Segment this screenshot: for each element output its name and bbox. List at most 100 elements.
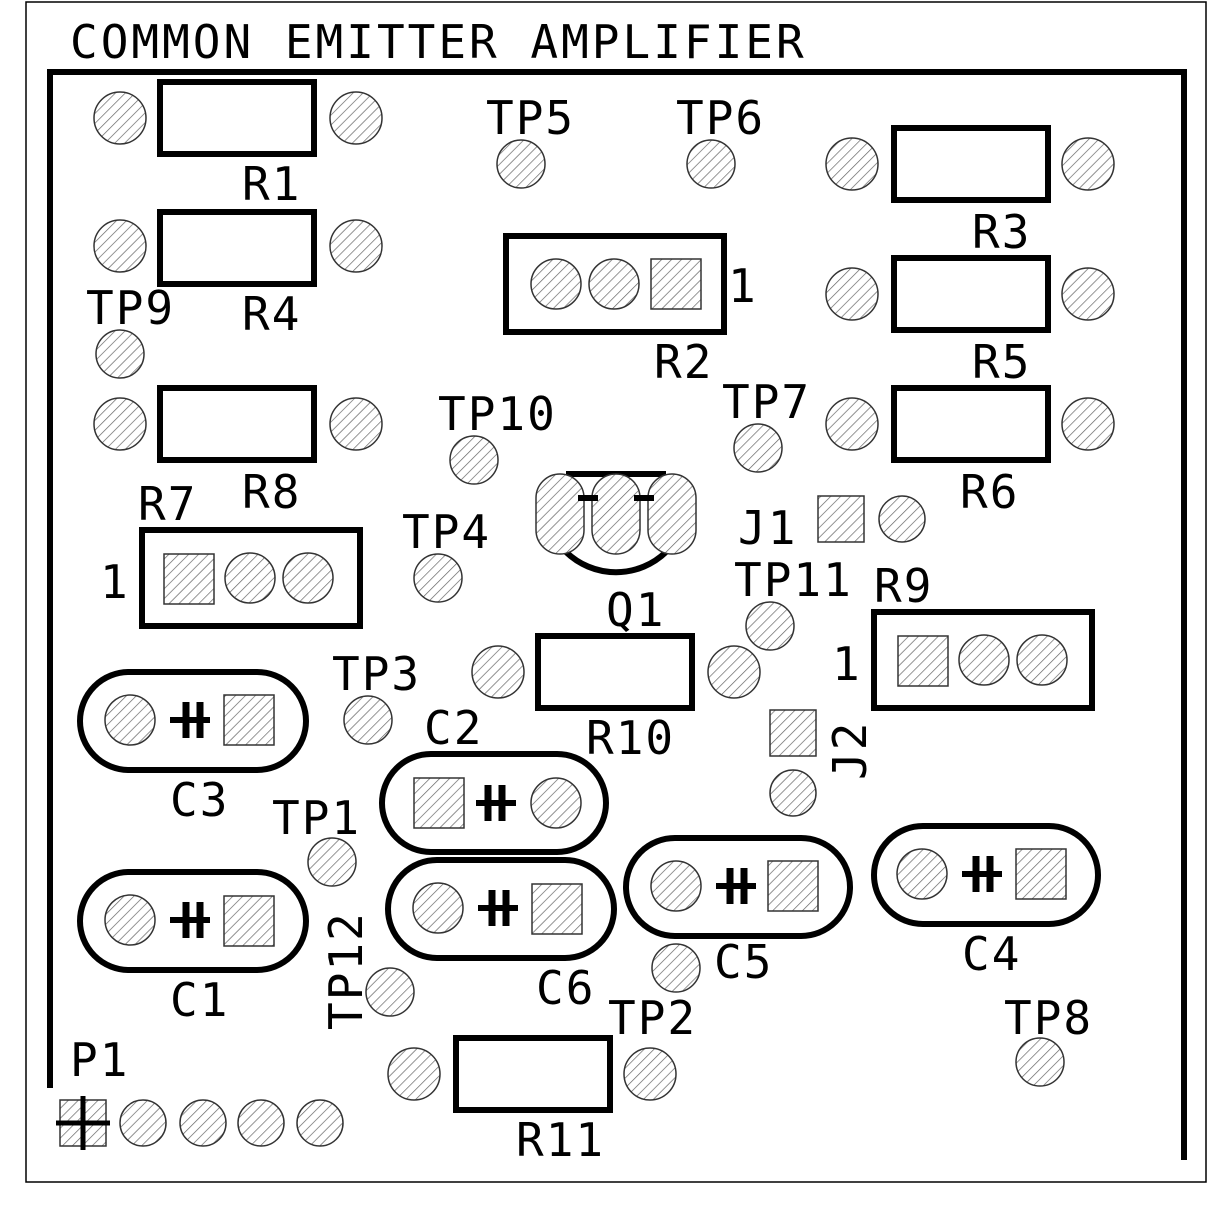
pad — [93, 219, 147, 273]
pad — [623, 1047, 677, 1101]
pad — [104, 694, 156, 746]
q1-body-arc — [563, 549, 669, 576]
label-tp5: TP5 — [486, 91, 575, 145]
pad — [958, 634, 1010, 686]
pad — [825, 267, 879, 321]
pad — [365, 967, 415, 1017]
pad — [530, 258, 582, 310]
label-tp4: TP4 — [402, 505, 491, 559]
pad — [1015, 1037, 1065, 1087]
resistor-body — [891, 255, 1051, 333]
pad — [119, 1099, 167, 1147]
pad — [237, 1099, 285, 1147]
label-tp10: TP10 — [438, 387, 557, 441]
pad — [282, 552, 334, 604]
header-p1: P1 — [56, 1033, 344, 1150]
resistor-r4: R4 — [93, 209, 383, 341]
pad — [745, 601, 795, 651]
pad — [449, 435, 499, 485]
testpoint-tp10: TP10 — [438, 387, 557, 485]
label-r7: R7 — [138, 477, 197, 531]
jumper-j2: J2 — [769, 709, 877, 817]
capacitor-c1: C1 — [77, 869, 309, 1027]
pad — [413, 553, 463, 603]
pad — [769, 769, 817, 817]
resistor-r1: R1 — [93, 79, 383, 211]
label-tp7: TP7 — [722, 375, 811, 429]
capacitor-c6: C6 — [385, 857, 617, 1015]
jumper-j1: J1 — [738, 495, 926, 555]
pad — [588, 258, 640, 310]
pin1-marker: 1 — [832, 637, 862, 691]
testpoint-tp7: TP7 — [722, 375, 811, 473]
pad — [707, 645, 761, 699]
label-c6: C6 — [536, 961, 595, 1015]
pad — [329, 397, 383, 451]
pad — [1061, 137, 1115, 191]
capacitor-c4: C4 — [871, 823, 1101, 981]
testpoint-tp9: TP9 — [86, 281, 175, 379]
pad — [878, 495, 926, 543]
pad-square — [223, 694, 275, 746]
label-r6: R6 — [960, 465, 1019, 519]
label-c2: C2 — [424, 701, 483, 755]
resistor-body — [891, 125, 1051, 203]
label-c4: C4 — [962, 927, 1021, 981]
label-tp9: TP9 — [86, 281, 175, 335]
testpoint-tp3: TP3 — [332, 647, 421, 745]
label-tp11: TP11 — [734, 553, 853, 607]
resistor-r6: R6 — [825, 385, 1115, 519]
board-edge — [25, 1, 1207, 1183]
pad — [179, 1099, 227, 1147]
label-tp3: TP3 — [332, 647, 421, 701]
pad — [535, 473, 585, 555]
pad — [343, 695, 393, 745]
label-r11: R11 — [516, 1113, 605, 1167]
testpoint-tp8: TP8 — [1004, 991, 1093, 1087]
pad — [1061, 397, 1115, 451]
label-tp1: TP1 — [272, 791, 361, 845]
pad — [651, 943, 701, 993]
pad — [896, 848, 948, 900]
label-c5: C5 — [714, 935, 773, 989]
label-r8: R8 — [242, 465, 301, 519]
label-j2: J2 — [823, 721, 877, 780]
pad-square — [650, 258, 702, 310]
trimmer-r7: 1 R7 — [100, 477, 363, 629]
pad — [530, 777, 582, 829]
pad — [471, 645, 525, 699]
pad — [1061, 267, 1115, 321]
resistor-r3: R3 — [825, 125, 1115, 259]
testpoint-tp5: TP5 — [486, 91, 575, 189]
label-tp6: TP6 — [676, 91, 765, 145]
label-r9: R9 — [874, 559, 933, 613]
label-c3: C3 — [170, 773, 229, 827]
pad — [1016, 634, 1068, 686]
resistor-body — [157, 79, 317, 157]
capacitor-c3: C3 — [77, 669, 309, 827]
trimmer-r2: 1 R2 — [503, 233, 756, 389]
pad — [733, 423, 783, 473]
pad-square — [163, 553, 215, 605]
testpoint-tp11: TP11 — [734, 553, 853, 651]
label-r3: R3 — [972, 205, 1031, 259]
resistor-r8: R8 — [93, 385, 383, 519]
pad — [329, 219, 383, 273]
label-tp8: TP8 — [1004, 991, 1093, 1045]
transistor-q1: Q1 — [535, 471, 697, 637]
pad — [825, 137, 879, 191]
resistor-r11: R11 — [387, 1035, 677, 1167]
pad-square — [223, 895, 275, 947]
resistor-r10: R10 — [471, 633, 761, 765]
pad-square — [769, 709, 817, 757]
pad — [412, 882, 464, 934]
pad — [825, 397, 879, 451]
label-p1: P1 — [70, 1033, 129, 1087]
pad — [95, 329, 145, 379]
label-tp12: TP12 — [319, 911, 373, 1030]
capacitor-c5: C5 — [623, 835, 853, 989]
label-q1: Q1 — [606, 583, 665, 637]
pad-square — [897, 635, 949, 687]
testpoint-tp2: TP2 — [608, 943, 701, 1045]
